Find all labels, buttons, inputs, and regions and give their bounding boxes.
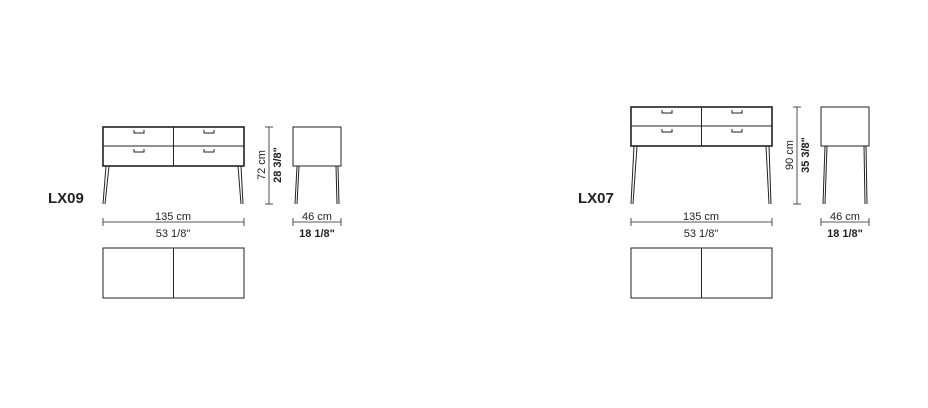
- lx09-dimension-lines: [102, 126, 342, 226]
- model-lx07: LX07 135 cm 53 1/8" 46 cm 18 1/8" 90 cm …: [578, 106, 870, 299]
- lx07-height-in: 35 3/8": [800, 137, 812, 173]
- model-lx09: LX09 135 cm 53 1/8" 46 cm 18 1/8" 72 cm …: [48, 126, 342, 299]
- lx09-depth-in: 18 1/8": [299, 228, 335, 240]
- lx09-front-view: [102, 126, 245, 205]
- lx07-width-in: 53 1/8": [684, 228, 719, 240]
- lx09-code-label: LX09: [48, 190, 84, 207]
- lx07-dimension-lines: [630, 106, 870, 226]
- lx07-code-label: LX07: [578, 190, 614, 207]
- lx07-front-view: [630, 106, 773, 205]
- lx09-height-in: 28 3/8": [272, 147, 284, 183]
- lx09-height-cm: 72 cm: [256, 150, 268, 180]
- lx09-top-view: [102, 247, 245, 299]
- lx07-side-view: [820, 106, 870, 205]
- lx09-width-cm: 135 cm: [155, 211, 191, 223]
- lx07-height-cm: 90 cm: [784, 140, 796, 170]
- lx07-width-cm: 135 cm: [683, 211, 719, 223]
- lx07-top-view: [630, 247, 773, 299]
- lx07-depth-in: 18 1/8": [827, 228, 863, 240]
- lx09-depth-cm: 46 cm: [302, 211, 332, 223]
- lx07-depth-cm: 46 cm: [830, 211, 860, 223]
- lx09-width-in: 53 1/8": [156, 228, 191, 240]
- lx09-side-view: [292, 126, 342, 205]
